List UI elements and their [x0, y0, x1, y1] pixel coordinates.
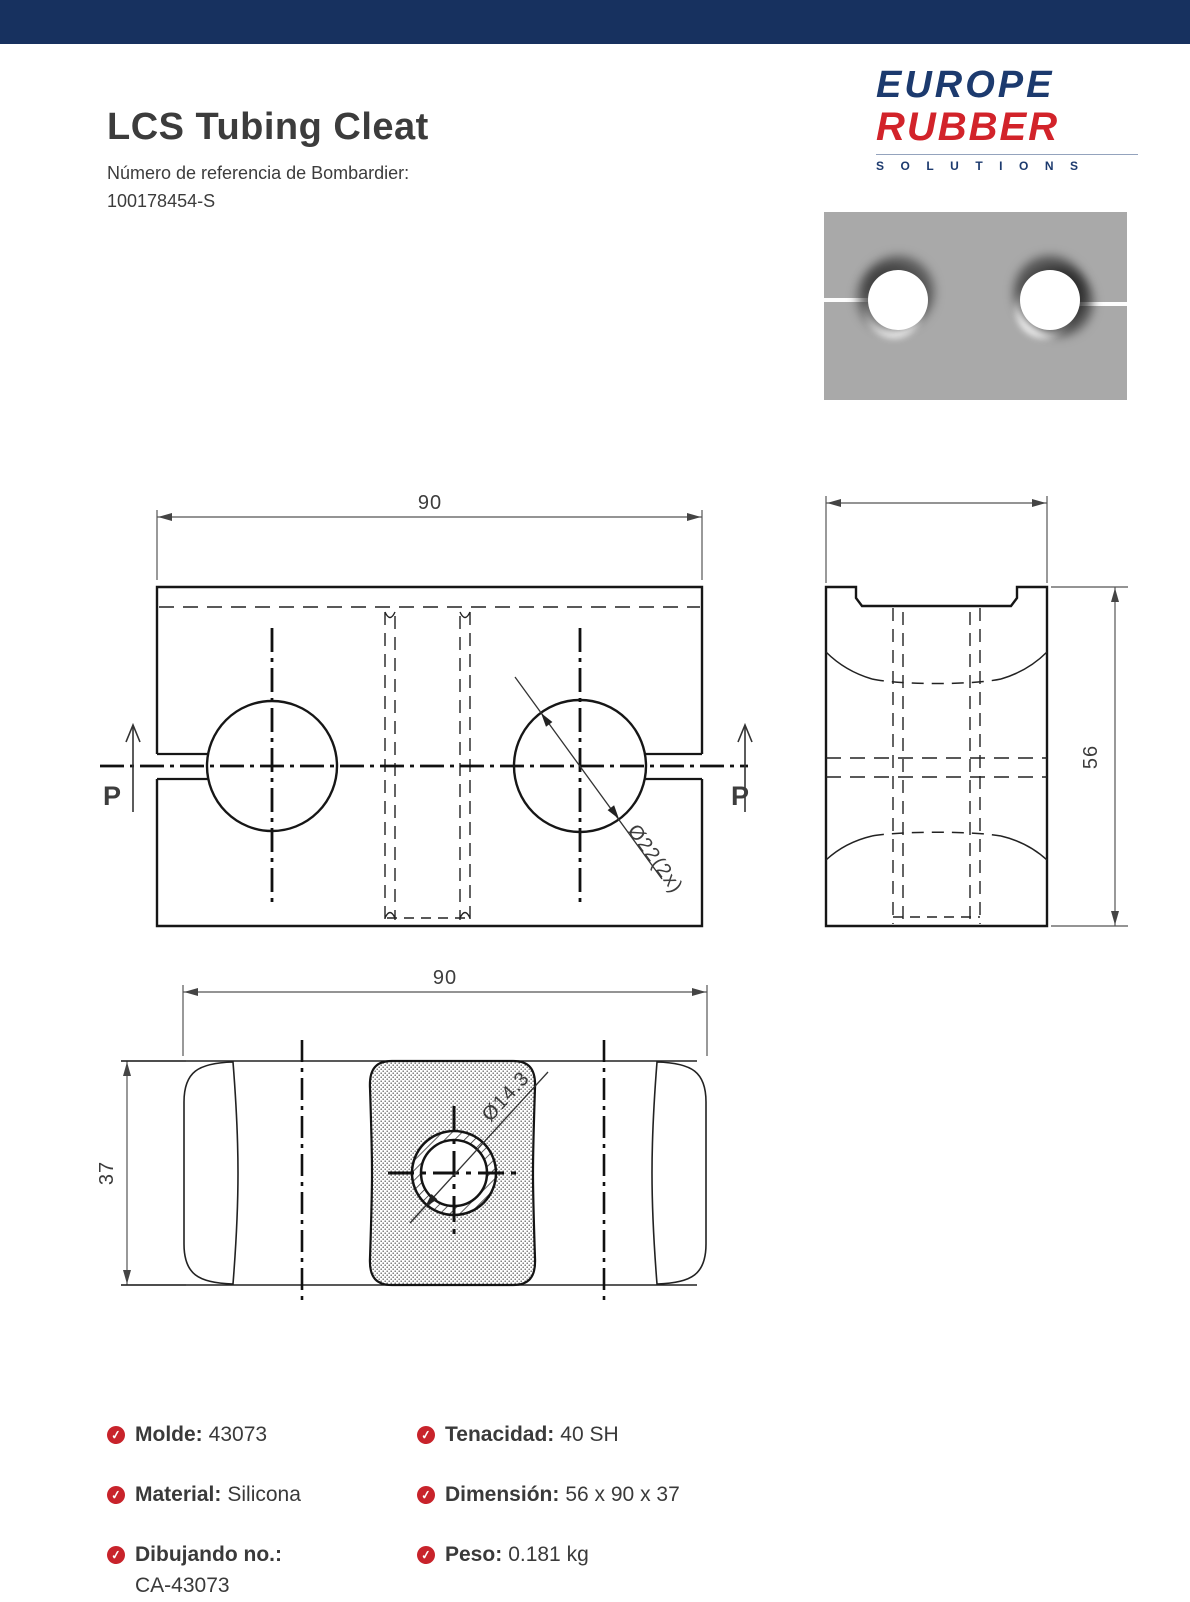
spec-item-dimension: ✓ Dimensión:56 x 90 x 37	[415, 1483, 680, 1507]
side-hidden-lines	[826, 608, 1047, 924]
section-label-left: P	[103, 781, 121, 811]
dim-arrow	[687, 513, 701, 521]
slit-lines	[157, 752, 702, 781]
check-icon: ✓	[415, 1424, 437, 1446]
dim-arrow	[123, 1062, 131, 1076]
photo-hole-right	[1020, 270, 1080, 330]
bottom-width-dimension	[182, 985, 708, 1056]
subtitle-line2: 100178454-S	[107, 191, 216, 211]
photo-slit-right	[1077, 302, 1127, 306]
photo-slit-left	[824, 298, 871, 302]
dim-arrow	[1032, 499, 1046, 507]
spec-value: CA-43073	[135, 1574, 230, 1597]
logo-word-rubber: RUBBER	[876, 105, 1060, 149]
product-photo	[824, 212, 1127, 400]
dim-arrow	[123, 1270, 131, 1284]
bottom-view-drawing: 90 37 Ø14.3	[96, 967, 708, 1302]
title-block: LCS Tubing Cleat Número de referencia de…	[107, 106, 429, 215]
spec-item-molde: ✓ Molde:43073	[105, 1423, 268, 1447]
dim-arrow	[158, 513, 172, 521]
dim-arrow	[827, 499, 841, 507]
side-view-drawing: 56	[824, 496, 1128, 928]
spec-label: Material:	[135, 1483, 222, 1506]
dim-arrow	[184, 988, 198, 996]
spec-value: 40 SH	[560, 1423, 619, 1446]
front-width-label: 90	[418, 492, 442, 514]
page-title: LCS Tubing Cleat	[107, 106, 429, 148]
side-height-dimension	[1051, 586, 1128, 927]
dim-arrow	[1111, 911, 1119, 925]
check-icon: ✓	[415, 1544, 437, 1566]
spec-item-tenacidad: ✓ Tenacidad:40 SH	[415, 1423, 619, 1447]
photo-hole-left	[868, 270, 928, 330]
logo-divider	[876, 154, 1138, 155]
check-icon: ✓	[105, 1484, 127, 1506]
dim-arrow	[1111, 588, 1119, 602]
spec-label: Tenacidad:	[445, 1423, 555, 1446]
hole-callout-leader: Ø22(2x)	[514, 676, 687, 898]
side-top-dimension	[825, 496, 1048, 583]
bottom-depth-label: 37	[96, 1161, 118, 1185]
top-bar	[0, 0, 1190, 44]
section-label-right: P	[731, 781, 749, 811]
center-channel-hidden	[384, 612, 471, 924]
subtitle-line1: Número de referencia de Bombardier:	[107, 163, 410, 183]
spec-item-peso: ✓ Peso:0.181 kg	[415, 1543, 589, 1567]
spec-item-dibujando: ✓ Dibujando no.: CA-43073	[105, 1543, 282, 1598]
front-outline	[155, 585, 704, 928]
front-hole-label: Ø22(2x)	[623, 820, 687, 897]
spec-value: 56 x 90 x 37	[565, 1483, 680, 1506]
check-icon: ✓	[105, 1544, 127, 1566]
spec-label: Dibujando no.:	[135, 1543, 282, 1566]
logo-word-solutions: SOLUTIONS	[876, 159, 1095, 173]
spec-label: Peso:	[445, 1543, 503, 1566]
side-outline	[824, 585, 1049, 928]
company-logo: EUROPE RUBBER SOLUTIONS	[876, 66, 1142, 172]
spec-value: Silicona	[227, 1483, 301, 1506]
hole-crosshair	[388, 1106, 520, 1240]
bottom-centerlines	[300, 1040, 606, 1302]
section-cut-right	[737, 722, 753, 812]
spec-label: Dimensión:	[445, 1483, 560, 1506]
saddle-curves	[825, 651, 1048, 861]
spec-label: Molde:	[135, 1423, 203, 1446]
bottom-width-label: 90	[433, 967, 457, 989]
subtitle: Número de referencia de Bombardier: 1001…	[107, 159, 429, 215]
spec-value: 43073	[208, 1423, 268, 1446]
spec-item-material: ✓ Material:Silicona	[105, 1483, 301, 1507]
section-cut-left	[125, 722, 141, 812]
check-icon: ✓	[105, 1424, 127, 1446]
check-icon: ✓	[415, 1484, 437, 1506]
bottom-depth-dimension	[121, 1060, 186, 1286]
tube-holes	[205, 698, 648, 834]
dim-arrow	[692, 988, 706, 996]
side-height-label: 56	[1080, 745, 1102, 769]
front-view-drawing: 90	[100, 492, 753, 928]
front-width-dimension	[156, 510, 703, 580]
spec-value: 0.181 kg	[508, 1543, 589, 1566]
channel-hooks	[384, 611, 471, 919]
logo-word-europe: EUROPE	[876, 64, 1055, 106]
